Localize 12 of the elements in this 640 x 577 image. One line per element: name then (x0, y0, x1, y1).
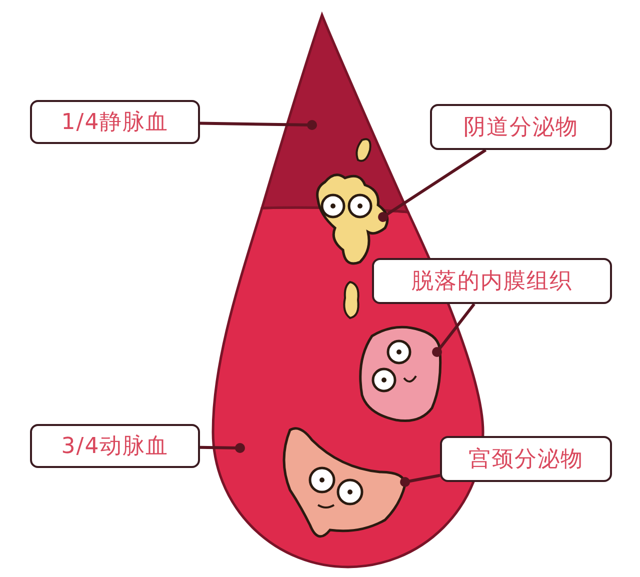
label-box: 宫颈分泌物 (440, 436, 612, 482)
leader-line (200, 443, 245, 453)
leader-line (432, 303, 476, 357)
leader-line (378, 148, 487, 222)
tissue-blob-drawing (359, 326, 442, 422)
tissue-blob-drawing (282, 427, 406, 538)
label-box: 3/4动脉血 (30, 424, 200, 468)
label-box: 1/4静脉血 (30, 100, 200, 144)
leader-line (400, 474, 440, 487)
label-box: 脱落的内膜组织 (372, 258, 612, 304)
label-box: 阴道分泌物 (430, 104, 612, 150)
leader-line (200, 120, 317, 130)
